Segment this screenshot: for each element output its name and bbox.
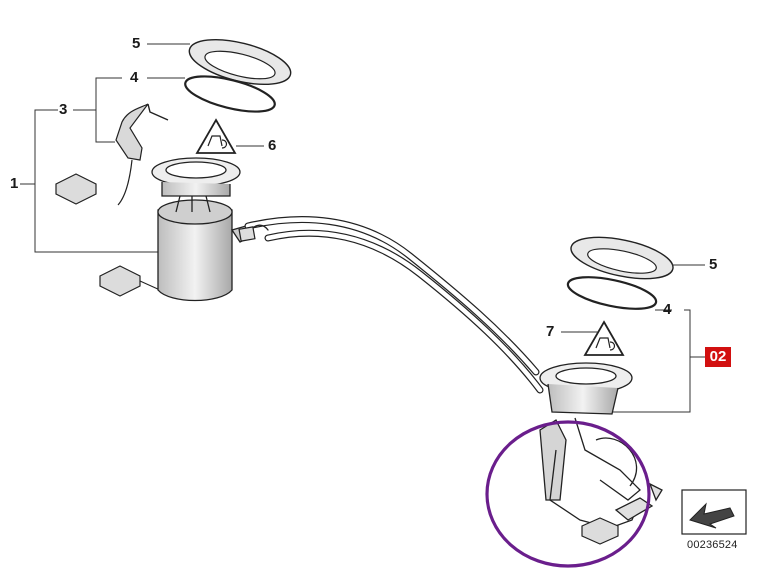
level-sensor-left <box>115 103 169 206</box>
callout-4-top: 4 <box>130 69 139 86</box>
leader-lines-right <box>561 264 705 413</box>
callout-5-top: 5 <box>132 35 141 52</box>
document-number: 00236524 <box>687 539 738 551</box>
o-ring-right <box>566 276 658 310</box>
fuel-warning-triangle-icon <box>583 320 625 356</box>
callout-4-right: 4 <box>663 301 672 318</box>
float-pad-left <box>55 173 97 205</box>
fuel-pump-unit-left <box>151 157 253 302</box>
navigation-arrow-icon[interactable] <box>681 489 747 535</box>
o-ring-top <box>184 75 276 113</box>
float-pad-bottom <box>99 265 141 297</box>
callout-1: 1 <box>10 175 19 192</box>
leader-lines-left <box>20 43 264 253</box>
highlight-circle <box>485 420 651 568</box>
fuel-hoses <box>238 216 544 394</box>
fuel-warning-triangle-icon <box>195 118 237 154</box>
callout-7: 7 <box>546 323 555 340</box>
callout-5-right: 5 <box>709 256 718 273</box>
seal-ring-right <box>570 236 674 280</box>
fuel-pump-unit-right <box>539 362 663 529</box>
float-pad-right <box>581 517 619 545</box>
callout-6: 6 <box>268 137 277 154</box>
seal-ring-top <box>188 38 292 86</box>
callout-3: 3 <box>59 101 68 118</box>
callout-02-badge[interactable]: 02 <box>705 347 731 367</box>
